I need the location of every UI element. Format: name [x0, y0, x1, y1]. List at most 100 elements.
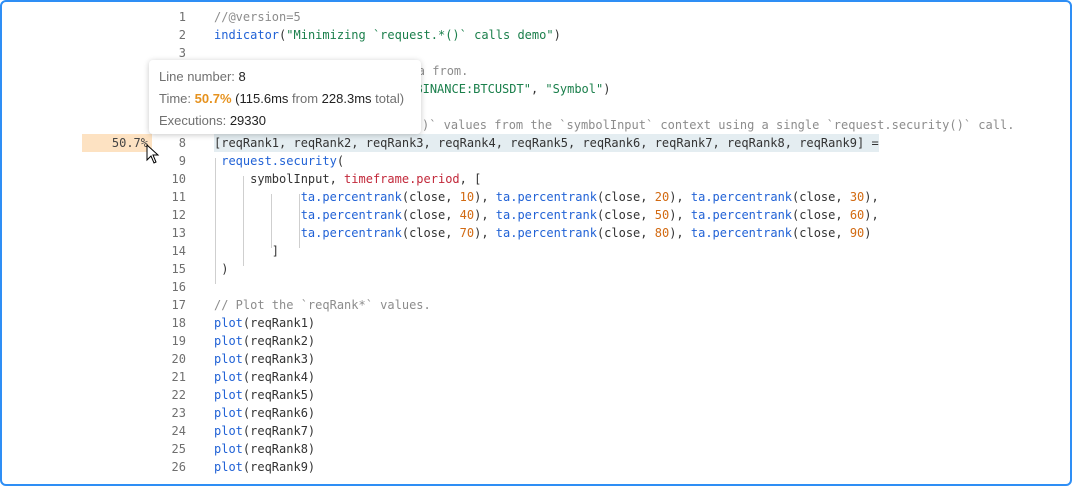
code-token: 50	[654, 208, 670, 222]
code-line[interactable]: 18 plot(reqRank1)	[2, 314, 1070, 332]
code-token: (reqRank2)	[242, 334, 316, 348]
tooltip-time-total: 228.3ms	[321, 91, 372, 106]
code-token: (close,	[596, 208, 655, 222]
code-token: (close,	[792, 190, 850, 204]
profiler-cell	[2, 314, 152, 332]
code-token: ta.percentrank	[495, 208, 597, 222]
line-number: 22	[171, 388, 186, 402]
code-token: "Symbol"	[545, 82, 604, 96]
tooltip-line-value: 8	[238, 69, 246, 84]
code-line[interactable]: 10 symbolInput, timeframe.period, [	[2, 170, 1070, 188]
code-line[interactable]: 13 ta.percentrank(close, 70), ta.percent…	[2, 224, 1070, 242]
code-line[interactable]: 1//@version=5	[2, 8, 1070, 26]
code-token: (reqRank7)	[242, 424, 316, 438]
profiler-cell	[2, 296, 152, 314]
code-text: plot(reqRank5)	[214, 386, 315, 404]
profiler-cell	[2, 8, 152, 26]
code-token: (reqRank4)	[242, 370, 316, 384]
code-text: indicator("Minimizing `request.*()` call…	[214, 26, 561, 44]
line-number: 11	[171, 190, 186, 204]
line-number: 17	[171, 298, 186, 312]
code-token: plot	[214, 352, 243, 366]
code-token: // Plot the `reqRank*` values.	[214, 298, 431, 312]
code-line[interactable]: 16	[2, 278, 1070, 296]
code-token: //@version=5	[214, 10, 301, 24]
line-number: 15	[171, 262, 186, 276]
code-line[interactable]: 12 ta.percentrank(close, 40), ta.percent…	[2, 206, 1070, 224]
profiler-cell	[2, 332, 152, 350]
code-token: plot	[214, 388, 243, 402]
code-text: plot(reqRank1)	[214, 314, 315, 332]
code-line[interactable]: 11 ta.percentrank(close, 10), ta.percent…	[2, 188, 1070, 206]
code-token: ,	[530, 82, 546, 96]
code-line[interactable]: 15 )	[2, 260, 1070, 278]
code-token: "Minimizing `request.*()` calls demo"	[286, 28, 554, 42]
code-token: ),	[474, 208, 496, 222]
code-token: (reqRank9)	[242, 460, 316, 474]
tooltip-exec-value: 29330	[229, 113, 266, 128]
code-token: "BINANCE:BTCUSDT"	[408, 82, 531, 96]
code-line[interactable]: 50.7%8[reqRank1, reqRank2, reqRank3, req…	[2, 134, 1070, 152]
code-token: ),	[669, 226, 691, 240]
profiler-cell	[2, 350, 152, 368]
code-text: ]	[214, 242, 279, 260]
code-text: plot(reqRank2)	[214, 332, 315, 350]
tooltip-time-from: from	[292, 91, 319, 106]
profiler-cell	[2, 224, 152, 242]
indent-guide	[243, 176, 244, 266]
pointer-cursor-icon	[146, 144, 160, 164]
code-token: 20	[654, 190, 670, 204]
profiler-cell	[2, 386, 152, 404]
code-token: ta.percentrank	[690, 208, 793, 222]
line-number: 25	[171, 442, 186, 456]
code-token: plot	[214, 424, 243, 438]
code-line[interactable]: 7)` values from the `symbolInput` contex…	[2, 116, 1070, 134]
code-token: 90	[849, 226, 865, 240]
line-number: 8	[178, 136, 186, 150]
profiler-cell	[2, 80, 152, 98]
profiler-cell	[2, 152, 152, 170]
code-text: plot(reqRank3)	[214, 350, 315, 368]
profiler-cell	[2, 116, 152, 134]
code-token: ta.percentrank	[690, 190, 793, 204]
code-token: )	[603, 82, 611, 96]
code-text: symbolInput, timeframe.period, [	[214, 170, 481, 188]
code-token: ),	[669, 190, 691, 204]
code-token: (close,	[596, 190, 655, 204]
code-token: (close,	[401, 208, 460, 222]
code-line[interactable]: 3	[2, 44, 1070, 62]
code-token: ta.percentrank	[495, 190, 597, 204]
profiler-cell	[2, 242, 152, 260]
profiler-hot-cell: 50.7%	[82, 134, 152, 152]
profiler-cell	[2, 98, 152, 116]
code-line[interactable]: 17 // Plot the `reqRank*` values.	[2, 296, 1070, 314]
tooltip-time-row: Time: 50.7% (115.6ms from 228.3ms total)	[159, 88, 411, 110]
code-token: request.security	[214, 154, 337, 168]
profiler-cell	[2, 422, 152, 440]
code-token: (close,	[401, 190, 460, 204]
code-token: )	[864, 226, 872, 240]
code-token: ),	[669, 208, 691, 222]
code-line[interactable]: 9 request.security(	[2, 152, 1070, 170]
line-number: 3	[178, 46, 186, 60]
profiler-cell	[2, 44, 152, 62]
profiler-cell	[2, 458, 152, 476]
line-number: 18	[171, 316, 186, 330]
code-line[interactable]: 14 ]	[2, 242, 1070, 260]
code-token: 70	[459, 226, 475, 240]
code-token: ta.percentrank	[214, 190, 402, 204]
profiler-cell	[2, 440, 152, 458]
code-line[interactable]: 22 plot(reqRank5)	[2, 386, 1070, 404]
code-token: )	[553, 28, 561, 42]
code-token: , [	[459, 172, 482, 186]
